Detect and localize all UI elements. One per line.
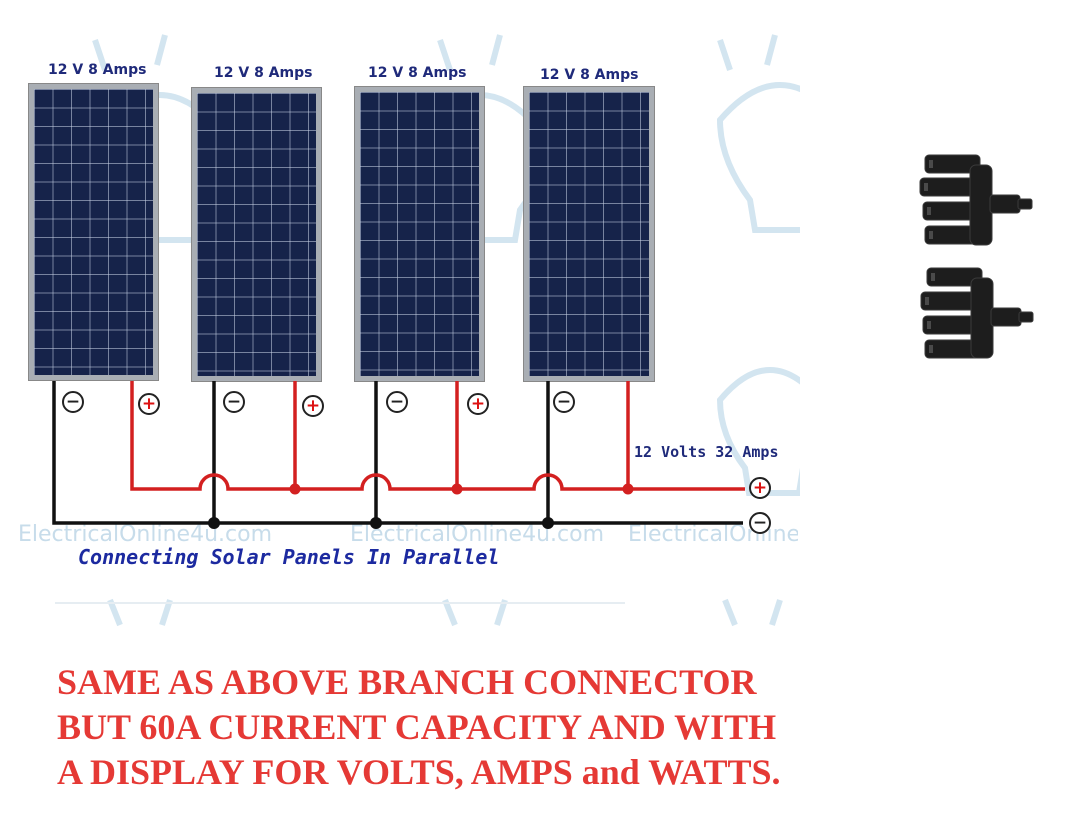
watermark-text: ElectricalOnline4u.com bbox=[18, 522, 272, 547]
panel-label: 12 V 8 Amps bbox=[48, 62, 147, 78]
output-positive-terminal: + bbox=[749, 477, 771, 499]
solar-panel bbox=[191, 87, 322, 382]
panel-label: 12 V 8 Amps bbox=[540, 67, 639, 83]
watermark-text: ElectricalOnline4u.com bbox=[350, 522, 604, 547]
mc4-branch-connector-icon bbox=[919, 154, 1034, 359]
positive-terminal: + bbox=[467, 393, 489, 415]
wiring bbox=[52, 381, 745, 529]
panel-label: 12 V 8 Amps bbox=[368, 65, 467, 81]
positive-terminal: + bbox=[138, 393, 160, 415]
output-label: 12 Volts 32 Amps bbox=[634, 443, 779, 461]
positive-terminal: + bbox=[302, 395, 324, 417]
parallel-wiring-diagram: ElectricalOnline4u.com ElectricalOnline4… bbox=[18, 34, 800, 627]
diagram-title: Connecting Solar Panels In Parallel bbox=[78, 545, 500, 569]
solar-panel bbox=[354, 86, 485, 382]
note-line: BUT 60A CURRENT CAPACITY AND WITH bbox=[57, 707, 777, 747]
product-note: SAME AS ABOVE BRANCH CONNECTOR BUT 60A C… bbox=[57, 660, 781, 795]
output-negative-terminal: − bbox=[749, 512, 771, 534]
note-line: SAME AS ABOVE BRANCH CONNECTOR bbox=[57, 662, 757, 702]
note-line: A DISPLAY FOR VOLTS, AMPS and WATTS. bbox=[57, 752, 781, 792]
solar-panel bbox=[523, 86, 655, 382]
negative-terminal: − bbox=[62, 391, 84, 413]
negative-terminal: − bbox=[386, 391, 408, 413]
divider bbox=[55, 602, 625, 604]
panel-label: 12 V 8 Amps bbox=[214, 65, 313, 81]
solar-panel bbox=[28, 83, 159, 381]
negative-terminal: − bbox=[223, 391, 245, 413]
negative-terminal: − bbox=[553, 391, 575, 413]
